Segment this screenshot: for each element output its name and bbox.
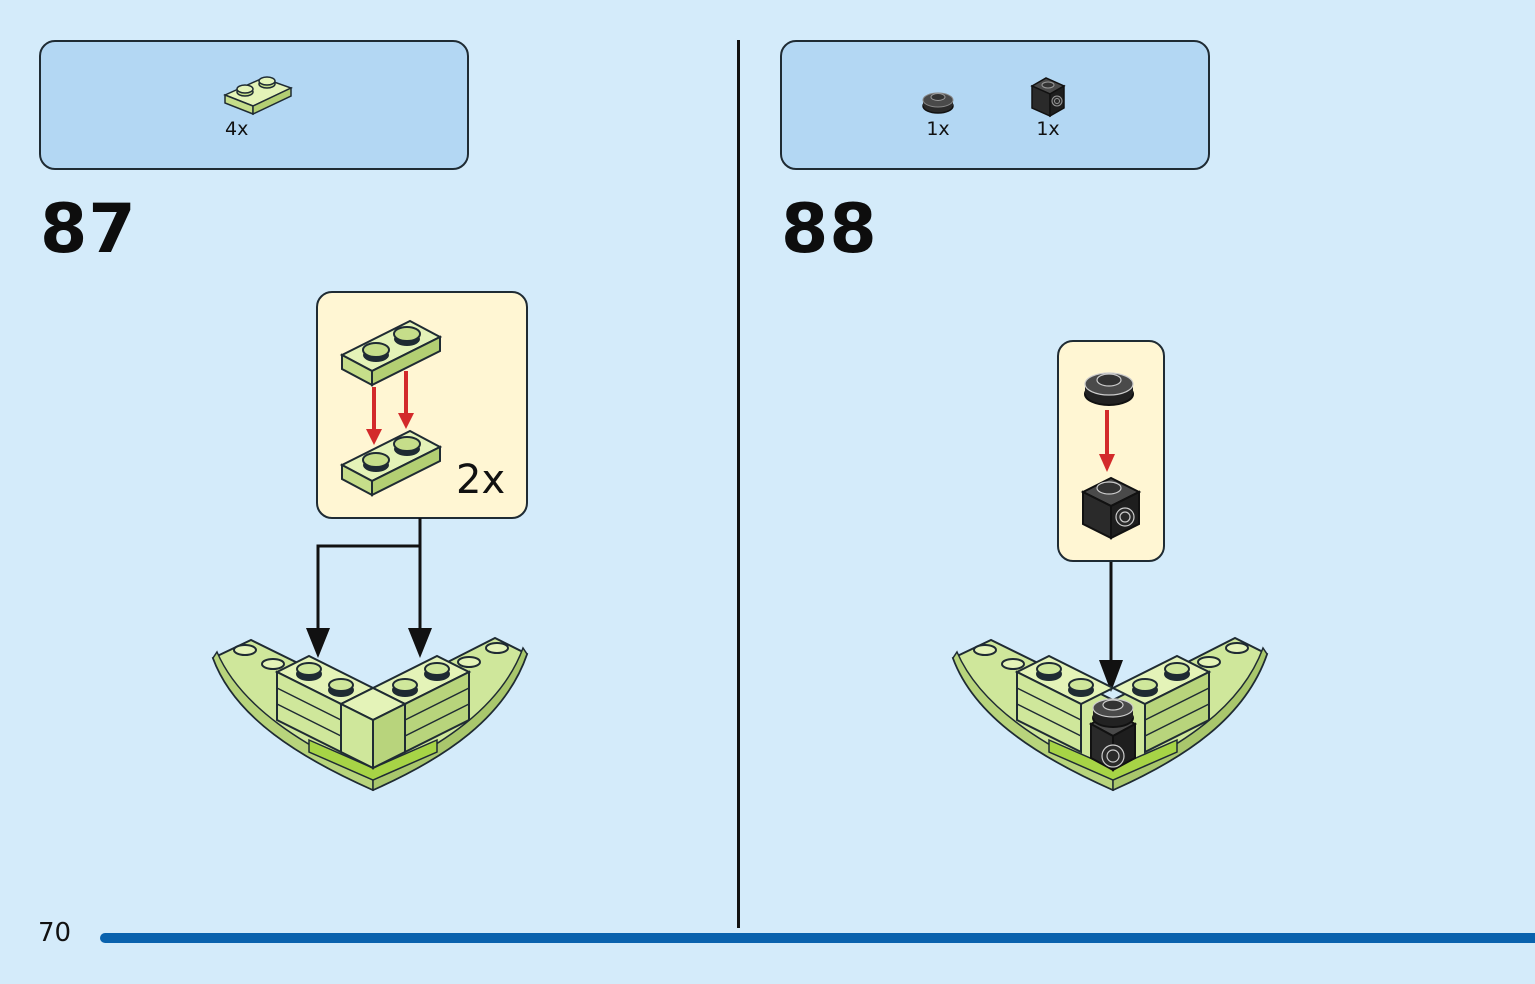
part-quantity: 1x [926,118,950,140]
model-assembly-step-87 [211,636,529,792]
part-black-brick: 1x [1026,74,1070,140]
page-number: 70 [38,918,72,948]
sub-assembly-callout [1057,340,1165,562]
parts-list-step-87: 4x [39,40,469,170]
lime-plate-1x2-icon [223,76,293,116]
black-brick-with-stud-side-icon [1030,77,1066,118]
part-lime-plate: 4x [219,70,295,140]
placement-arrow [1099,562,1123,692]
step-divider [737,40,740,928]
plate-stacking-illustration [339,319,443,497]
round-plate-onto-brick-illustration [1080,372,1142,540]
sub-assembly-callout: 2x [316,291,528,519]
step-number: 88 [781,190,878,269]
footer-accent-bar [100,933,1535,943]
model-assembly-step-88 [951,636,1269,792]
part-black-round-plate: 1x [918,86,958,140]
part-quantity: 4x [225,118,249,140]
parts-list-step-88: 1x 1x [780,40,1210,170]
step-number: 87 [40,190,137,269]
placement-arrows [306,518,432,658]
callout-multiplier: 2x [456,457,506,503]
black-round-plate-icon [922,92,954,114]
part-quantity: 1x [1036,118,1060,140]
